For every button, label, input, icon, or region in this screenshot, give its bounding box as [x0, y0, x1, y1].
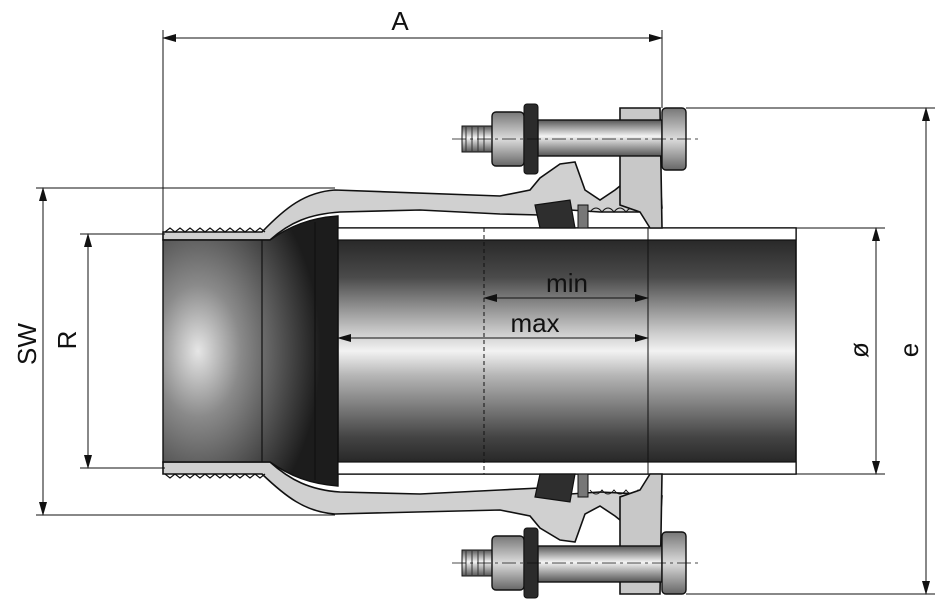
- label-e: e: [894, 343, 924, 357]
- thread-top: [164, 227, 266, 233]
- label-a: A: [391, 6, 409, 36]
- dimension-lines: [36, 30, 935, 595]
- bolt-top: [452, 103, 700, 175]
- internal-bore: [162, 215, 339, 487]
- body-lower-shell: [162, 461, 663, 543]
- bolt-bottom: [452, 527, 700, 599]
- thread-bottom: [164, 473, 266, 479]
- label-min: min: [546, 268, 588, 298]
- label-diameter: ø: [844, 342, 874, 358]
- label-sw: SW: [12, 323, 42, 365]
- coupling-body: [162, 161, 663, 543]
- label-r: R: [52, 331, 82, 350]
- label-max: max: [510, 308, 559, 338]
- inserted-pipe: [337, 227, 797, 475]
